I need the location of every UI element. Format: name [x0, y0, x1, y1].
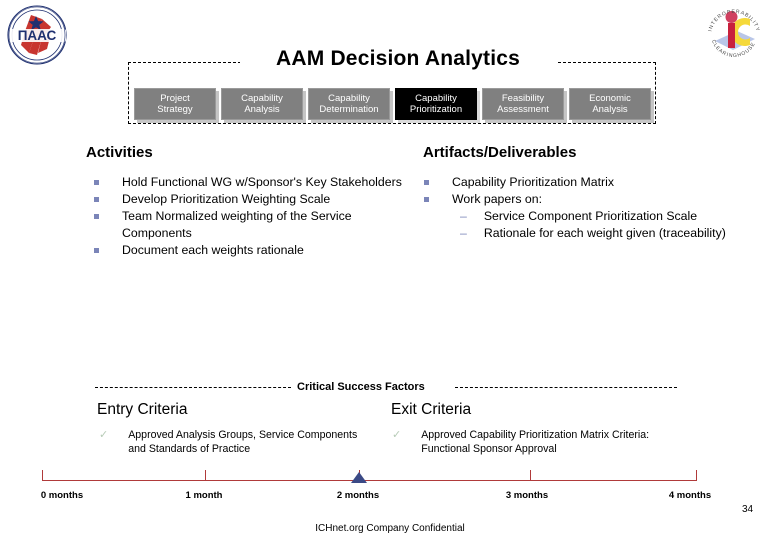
timeline-current-position-marker — [351, 472, 367, 483]
page-title: AAM Decision Analytics — [240, 46, 556, 72]
artifacts-heading: Artifacts/Deliverables — [423, 144, 577, 161]
timeline-tick — [696, 470, 697, 481]
process-step-line1: Project — [160, 92, 190, 104]
interoperability-clearinghouse-logo: INTEROPERABILITY CLEARINGHOUSE — [703, 3, 765, 61]
process-step-capability-analysis[interactable]: Capability Analysis — [221, 88, 303, 120]
process-step-capability-determination[interactable]: Capability Determination — [308, 88, 390, 120]
bullet-square-icon — [94, 197, 99, 202]
dash-bullet-icon: – — [460, 209, 467, 223]
list-item: Capability Prioritization Matrix — [424, 174, 776, 191]
process-step-line1: Economic — [589, 92, 631, 104]
footer-confidentiality-text: ICHnet.org Company Confidential — [315, 523, 465, 534]
activities-heading: Activities — [86, 144, 153, 161]
entry-criteria-list: ✓ Approved Analysis Groups, Service Comp… — [99, 428, 369, 456]
entry-criteria-heading: Entry Criteria — [97, 401, 188, 418]
timeline-label: 2 months — [336, 490, 380, 501]
process-step-line1: Feasibility — [501, 92, 545, 104]
list-item-label: Team Normalized weighting of the Service… — [122, 209, 352, 240]
sub-list-item: – Rationale for each weight given (trace… — [460, 225, 776, 242]
process-step-capability-prioritization[interactable]: Capability Prioritization — [395, 88, 477, 120]
timeline-tick — [205, 470, 206, 481]
process-step-economic-analysis[interactable]: Economic Analysis — [569, 88, 651, 120]
list-item-label: Capability Prioritization Matrix — [452, 175, 614, 189]
sub-list-item-label: Service Component Prioritization Scale — [483, 209, 698, 223]
sub-list-item-label: Rationale for each weight given (traceab… — [483, 226, 726, 240]
process-step-line1: Capability — [328, 92, 370, 104]
process-step-line2: Assessment — [497, 104, 549, 115]
list-item: Team Normalized weighting of the Service… — [94, 208, 424, 242]
paac-seal-logo: ПААС — [5, 3, 70, 68]
artifacts-list: Capability Prioritization Matrix Work pa… — [424, 174, 776, 242]
exit-criteria-list: ✓ Approved Capability Prioritization Mat… — [392, 428, 692, 456]
list-item: Hold Functional WG w/Sponsor's Key Stake… — [94, 174, 424, 191]
process-step-line2: Prioritization — [409, 104, 463, 115]
csf-divider-left — [95, 387, 291, 388]
list-item: Work papers on: — [424, 191, 776, 208]
csf-divider-right — [455, 387, 677, 388]
check-icon: ✓ — [99, 429, 109, 441]
list-item-label: Hold Functional WG w/Sponsor's Key Stake… — [122, 175, 402, 189]
bullet-square-icon — [94, 214, 99, 219]
timeline-label: 1 month — [185, 490, 223, 501]
list-item-label: Approved Analysis Groups, Service Compon… — [128, 429, 358, 455]
activities-list: Hold Functional WG w/Sponsor's Key Stake… — [94, 174, 424, 259]
timeline-tick — [530, 470, 531, 481]
exit-criteria-heading: Exit Criteria — [391, 401, 472, 418]
sub-list-item: – Service Component Prioritization Scale — [460, 208, 776, 225]
timeline-label: 3 months — [505, 490, 549, 501]
process-step-line2: Determination — [319, 104, 379, 115]
process-step-line2: Strategy — [157, 104, 193, 115]
timeline-axis — [42, 480, 696, 481]
bullet-square-icon — [424, 197, 429, 202]
process-step-line1: Capability — [415, 92, 457, 104]
process-step-project-strategy[interactable]: Project Strategy — [134, 88, 216, 120]
list-item-label: Develop Prioritization Weighting Scale — [122, 192, 331, 206]
timeline-tick — [42, 470, 43, 481]
process-step-line2: Analysis — [244, 104, 280, 115]
slide-number: 34 — [742, 504, 754, 515]
list-item-label: Document each weights rationale — [122, 243, 304, 257]
dash-bullet-icon: – — [460, 226, 467, 240]
timeline-label: 0 months — [40, 490, 84, 501]
paac-seal-text: ПААС — [18, 28, 57, 43]
list-item-label: Work papers on: — [452, 192, 542, 206]
list-item: Document each weights rationale — [94, 242, 424, 259]
list-item: Develop Prioritization Weighting Scale — [94, 191, 424, 208]
bullet-square-icon — [94, 248, 99, 253]
csf-label: Critical Success Factors — [291, 381, 431, 393]
bullet-square-icon — [424, 180, 429, 185]
list-item: ✓ Approved Analysis Groups, Service Comp… — [99, 428, 369, 456]
process-step-row: Project Strategy Capability Analysis Cap… — [134, 88, 651, 120]
list-item-label: Approved Capability Prioritization Matri… — [421, 429, 650, 455]
timeline-label: 4 months — [668, 490, 712, 501]
check-icon: ✓ — [392, 429, 402, 441]
process-step-feasibility-assessment[interactable]: Feasibility Assessment — [482, 88, 564, 120]
process-step-line2: Analysis — [592, 104, 628, 115]
process-step-line1: Capability — [241, 92, 283, 104]
list-item: ✓ Approved Capability Prioritization Mat… — [392, 428, 692, 456]
bullet-square-icon — [94, 180, 99, 185]
